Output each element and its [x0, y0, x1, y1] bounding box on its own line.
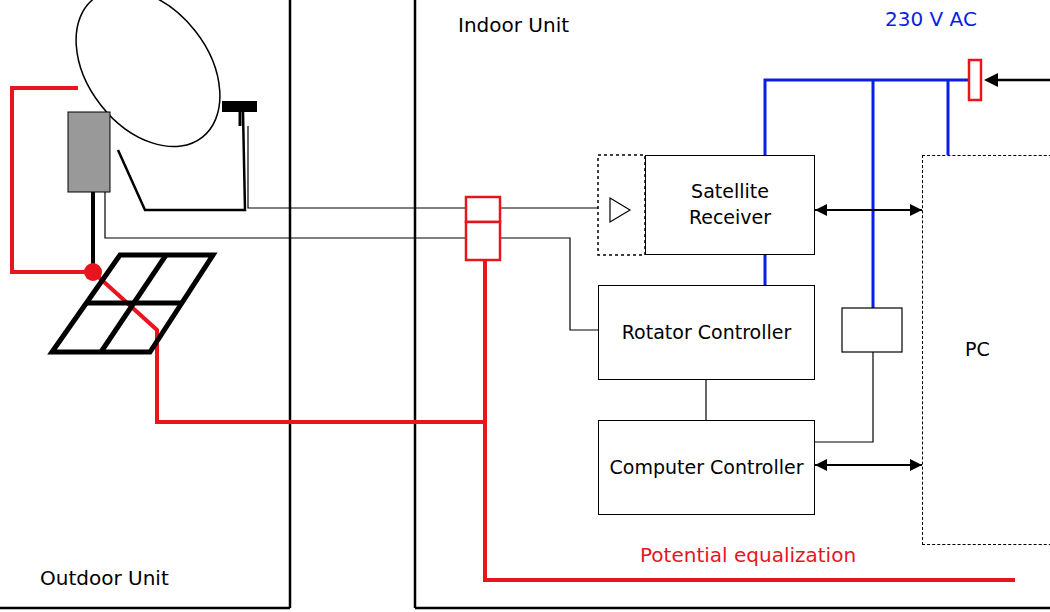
box-label: Satellite Receiver — [656, 179, 804, 230]
receiver-box: Satellite Receiver — [645, 155, 815, 255]
voltage-label: 230 V AC — [883, 7, 979, 31]
link-line — [705, 380, 706, 420]
controller-box: Computer Controller — [598, 420, 815, 515]
box-label: Computer Controller — [610, 455, 804, 481]
controller-box: Rotator Controller — [598, 285, 815, 380]
data-arrow — [815, 464, 922, 466]
ground-label: Potential equalization — [638, 543, 858, 567]
pc-box: PC — [922, 155, 1050, 545]
box-label: PC — [965, 337, 990, 363]
link-line — [764, 255, 767, 285]
region-label: Outdoor Unit — [38, 566, 171, 590]
box-label: Rotator Controller — [622, 320, 791, 346]
region-label: Indoor Unit — [456, 13, 571, 37]
data-arrow — [815, 209, 922, 211]
